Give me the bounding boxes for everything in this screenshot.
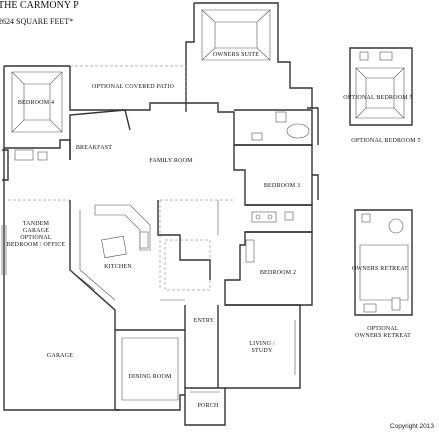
optional-bedroom-5-inset: OPTIONAL BEDROOM 5 bbox=[343, 47, 413, 126]
bedroom-3-label: BEDROOM 3 bbox=[264, 183, 300, 189]
tandem-label-line: BEDROOM / OFFICE bbox=[7, 242, 66, 248]
kitchen-label: KITCHEN bbox=[104, 264, 132, 270]
optional-covered-patio-label: OPTIONAL COVERED PATIO bbox=[92, 84, 174, 90]
bedroom-4-label: BEDROOM 4 bbox=[18, 100, 54, 106]
garage-label: GARAGE bbox=[47, 353, 73, 359]
room-labels: OWNERS SUITE OPTIONAL COVERED PATIO BEDR… bbox=[7, 52, 421, 409]
main-floor-walls bbox=[1, 2, 319, 426]
owners-suite-label: OWNERS SUITE bbox=[213, 52, 259, 58]
tandem-label-line: GARAGE bbox=[23, 228, 49, 234]
tandem-label-line: TANDEM bbox=[23, 221, 50, 227]
copyright-notice: Copyright 2013 bbox=[390, 423, 434, 430]
dining-room-label: DINING ROOM bbox=[128, 374, 171, 380]
retreat-caption-line: OWNERS RETREAT bbox=[355, 333, 411, 339]
living-label-line: STUDY bbox=[251, 348, 272, 354]
porch-label: PORCH bbox=[197, 403, 218, 409]
living-label-line: LIVING / bbox=[249, 341, 275, 347]
entry-label: ENTRY bbox=[194, 318, 215, 324]
optional-owners-retreat-inset: OWNERS RETREAT bbox=[352, 209, 413, 316]
inset-bedroom-5-label: OPTIONAL BEDROOM 5 bbox=[343, 95, 412, 101]
title-block: THE CARMONY P 2624 SQUARE FEET* bbox=[0, 0, 79, 26]
breakfast-label: BREAKFAST bbox=[76, 145, 112, 151]
retreat-caption-line: OPTIONAL bbox=[367, 326, 399, 332]
plan-area: 2624 SQUARE FEET* bbox=[0, 17, 73, 26]
plan-name: THE CARMONY P bbox=[0, 0, 79, 11]
inset-owners-retreat-label: OWNERS RETREAT bbox=[352, 266, 408, 272]
living-study-label: LIVING /STUDY bbox=[249, 341, 275, 354]
family-room-label: FAMILY ROOM bbox=[149, 158, 193, 164]
bedroom-2-label: BEDROOM 2 bbox=[260, 270, 296, 276]
tandem-label-line: OPTIONAL bbox=[20, 235, 52, 241]
optional-bedroom-5-caption: OPTIONAL BEDROOM 5 bbox=[351, 138, 420, 144]
